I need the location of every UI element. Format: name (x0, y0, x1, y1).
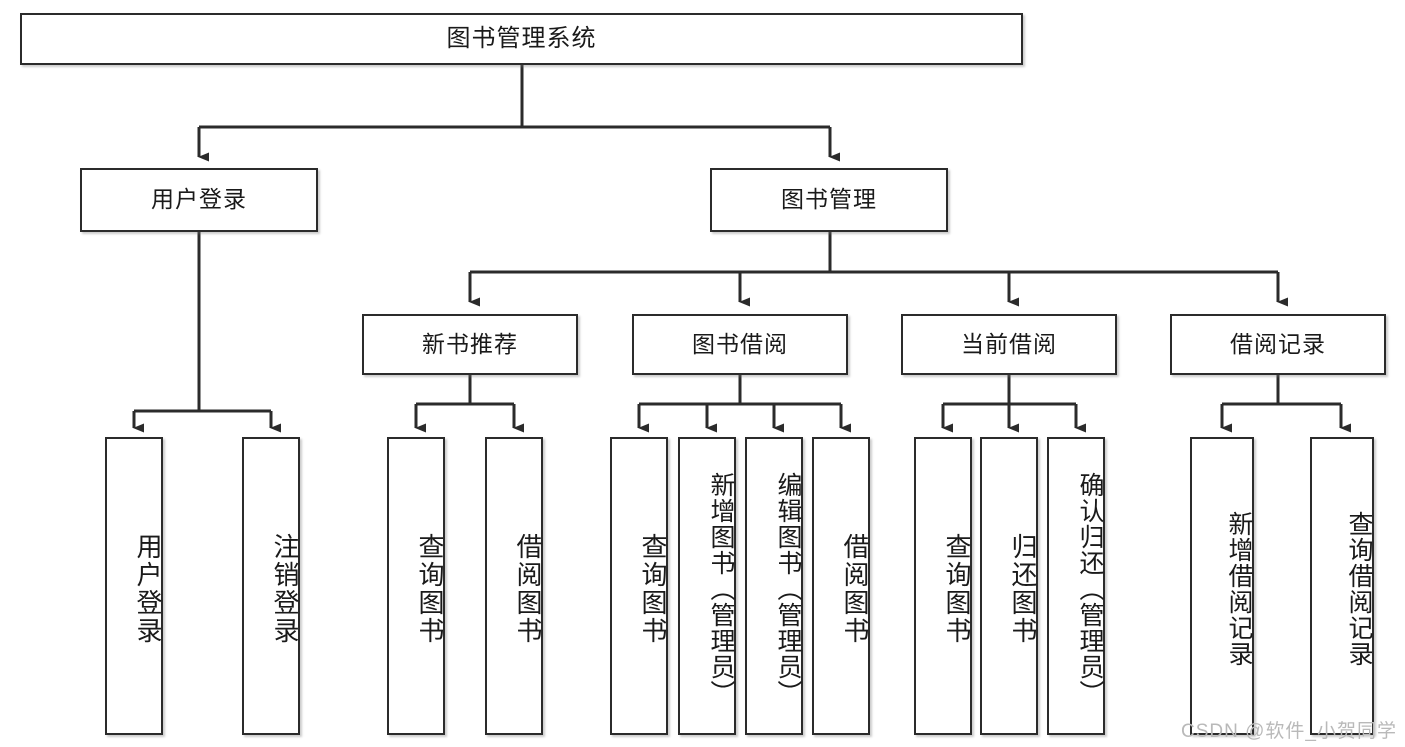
leaf-add-book[interactable]: 新增图书（管理员） (678, 437, 736, 735)
leaf-logout-login-label: 注销登录 (270, 533, 300, 645)
node-new-book-recommend[interactable]: 新书推荐 (362, 314, 578, 375)
leaf-borrow-book-1[interactable]: 借阅图书 (485, 437, 543, 735)
leaf-query-record-label: 查询借阅记录 (1345, 511, 1373, 667)
node-new-book-recommend-label: 新书推荐 (422, 330, 518, 357)
leaf-logout-login[interactable]: 注销登录 (242, 437, 300, 735)
leaf-borrow-book-2[interactable]: 借阅图书 (812, 437, 870, 735)
leaf-query-record[interactable]: 查询借阅记录 (1310, 437, 1374, 735)
node-user-login-label: 用户登录 (151, 186, 247, 213)
csdn-watermark: CSDN @软件_小贺同学 (1181, 721, 1397, 742)
node-root[interactable]: 图书管理系统 (20, 13, 1023, 65)
leaf-query-book-2-label: 查询图书 (638, 533, 668, 645)
leaf-edit-book[interactable]: 编辑图书（管理员） (745, 437, 803, 735)
leaf-query-book-2[interactable]: 查询图书 (610, 437, 668, 735)
leaf-add-record-label: 新增借阅记录 (1225, 511, 1253, 667)
leaf-query-book-3-label: 查询图书 (942, 533, 972, 645)
node-borrow-record-label: 借阅记录 (1230, 330, 1326, 357)
node-user-login[interactable]: 用户登录 (80, 168, 318, 232)
leaf-return-book[interactable]: 归还图书 (980, 437, 1038, 735)
leaf-confirm-return[interactable]: 确认归还（管理员） (1047, 437, 1105, 735)
node-root-label: 图书管理系统 (446, 24, 597, 52)
node-book-manage[interactable]: 图书管理 (710, 168, 948, 232)
leaf-borrow-book-2-label: 借阅图书 (840, 533, 870, 645)
leaf-query-book-3[interactable]: 查询图书 (914, 437, 972, 735)
leaf-add-book-label: 新增图书（管理员） (707, 472, 735, 706)
leaf-return-book-label: 归还图书 (1008, 533, 1038, 645)
leaf-borrow-book-1-label: 借阅图书 (513, 533, 543, 645)
leaf-user-login[interactable]: 用户登录 (105, 437, 163, 735)
leaf-add-record[interactable]: 新增借阅记录 (1190, 437, 1254, 735)
leaf-confirm-return-label: 确认归还（管理员） (1076, 472, 1104, 706)
node-book-manage-label: 图书管理 (781, 186, 877, 213)
leaf-edit-book-label: 编辑图书（管理员） (774, 472, 802, 706)
node-current-borrow-label: 当前借阅 (961, 330, 1057, 357)
node-book-borrow[interactable]: 图书借阅 (632, 314, 848, 375)
leaf-query-book-1-label: 查询图书 (415, 533, 445, 645)
node-book-borrow-label: 图书借阅 (692, 330, 788, 357)
leaf-query-book-1[interactable]: 查询图书 (387, 437, 445, 735)
node-borrow-record[interactable]: 借阅记录 (1170, 314, 1386, 375)
node-current-borrow[interactable]: 当前借阅 (901, 314, 1117, 375)
leaf-user-login-label: 用户登录 (133, 533, 163, 645)
